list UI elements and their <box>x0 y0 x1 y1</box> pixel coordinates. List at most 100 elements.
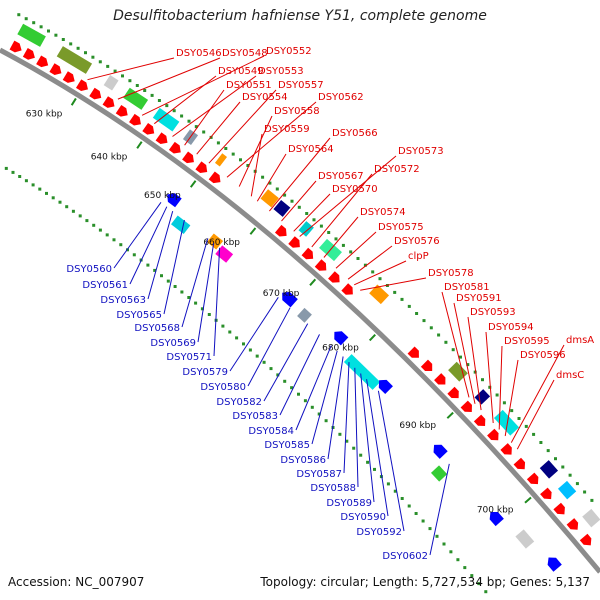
reverse-leader-line <box>366 379 389 517</box>
reverse-gene-feature <box>515 529 535 549</box>
ring-dot <box>437 333 441 337</box>
ring-dot <box>297 392 300 396</box>
reverse-leader-line <box>429 463 450 556</box>
reverse-leader-line <box>197 243 215 343</box>
ring-dot <box>386 482 390 486</box>
ring-dot <box>510 409 514 413</box>
ring-dot <box>166 279 170 283</box>
ring-dot <box>345 439 349 443</box>
ring-dot <box>488 385 492 389</box>
forward-leader-line <box>353 260 407 286</box>
forward-gene-arrow <box>9 40 22 53</box>
forward-leader-line <box>293 193 331 232</box>
ring-dot <box>150 93 154 97</box>
reverse-gene-label: DSY0586 <box>280 455 326 466</box>
ring-dot <box>269 367 273 371</box>
forward-gene-label: DSY0566 <box>332 128 378 139</box>
ring-dot <box>146 263 150 267</box>
ring-dot <box>283 193 287 197</box>
ring-dot <box>157 99 161 102</box>
ring-dot <box>69 42 73 46</box>
forward-leader-line <box>323 216 359 258</box>
ring-dot <box>121 74 124 78</box>
ring-dot <box>4 166 8 170</box>
ring-dot <box>38 187 42 191</box>
ring-dot <box>429 326 433 330</box>
forward-gene-label: DSY0559 <box>264 124 310 135</box>
ring-dot <box>366 460 370 464</box>
forward-gene-arrow <box>142 122 155 135</box>
tick-mark <box>368 333 376 342</box>
ring-dot <box>242 342 245 346</box>
forward-leader-line <box>467 316 482 411</box>
reverse-gene-label: DSY0571 <box>166 352 212 363</box>
cds-box <box>56 46 93 74</box>
ring-dot <box>24 17 28 21</box>
ring-dot <box>334 237 338 241</box>
map-title: Desulfitobacterium hafniense Y51, comple… <box>113 8 487 24</box>
ring-dot <box>319 224 323 228</box>
reverse-gene-feature <box>433 444 448 459</box>
ring-dot <box>132 253 136 257</box>
ring-dot <box>51 196 55 200</box>
tick-label: 670 kbp <box>263 289 300 299</box>
forward-gene-label: DSY0557 <box>278 80 324 91</box>
tick-label: 690 kbp <box>399 421 436 431</box>
forward-leader-line <box>335 231 377 269</box>
reverse-gene-feature <box>547 557 562 572</box>
ring-dot <box>221 324 225 328</box>
reverse-gene-label: DSY0588 <box>310 483 356 494</box>
ring-dot <box>312 218 316 222</box>
reverse-gene-label: DSY0579 <box>182 367 228 378</box>
forward-gene-arrow <box>540 487 552 500</box>
forward-leader-line <box>226 101 317 178</box>
ring-dot <box>393 489 397 493</box>
tick-mark <box>189 180 197 188</box>
ring-dot <box>235 336 239 340</box>
forward-gene-arrow <box>195 161 208 173</box>
reverse-gene-feature <box>282 291 298 308</box>
ring-dot <box>305 212 309 215</box>
forward-gene-label: DSY0593 <box>470 307 516 318</box>
ring-dot <box>466 363 470 367</box>
forward-gene-label: DSY0574 <box>360 207 406 218</box>
reverse-leader-line <box>247 307 291 387</box>
forward-leader-line <box>196 101 241 155</box>
tick-label: 680 kbp <box>322 344 359 354</box>
ring-dot <box>502 401 506 405</box>
ring-dot <box>165 104 169 108</box>
tick-mark <box>524 496 532 504</box>
tick-label: 630 kbp <box>26 110 63 120</box>
ring-dot <box>261 175 265 179</box>
ring-dot <box>275 187 279 191</box>
reverse-gene-feature <box>215 245 234 263</box>
forward-leader-line <box>453 302 476 404</box>
reverse-leader-line <box>147 210 174 300</box>
ring-dot <box>444 340 448 344</box>
cds-box <box>557 480 577 500</box>
forward-leader-line <box>87 57 175 81</box>
forward-gene-arrow <box>115 104 128 117</box>
forward-gene-label: DSY0553 <box>258 66 304 77</box>
reverse-gene-label: DSY0590 <box>340 512 386 523</box>
tick-mark <box>136 141 143 149</box>
ring-dot <box>310 405 314 409</box>
ring-dot <box>400 497 404 500</box>
ring-dot <box>76 46 80 50</box>
forward-gene-arrow <box>553 502 565 515</box>
reverse-leader-line <box>327 356 344 460</box>
forward-gene-arrow <box>129 113 141 126</box>
reverse-gene-label: DSY0585 <box>264 440 310 451</box>
cds-box <box>493 409 520 436</box>
tick-mark <box>249 227 257 235</box>
cds-box <box>260 189 279 208</box>
ring-dot <box>85 219 89 223</box>
forward-gene-arrow <box>447 386 459 399</box>
ring-dot <box>363 263 367 267</box>
ring-dot <box>451 348 455 352</box>
ring-dot <box>105 233 109 237</box>
ring-dot <box>32 21 36 25</box>
forward-gene-arrow <box>22 48 35 60</box>
cds-box <box>448 361 468 382</box>
